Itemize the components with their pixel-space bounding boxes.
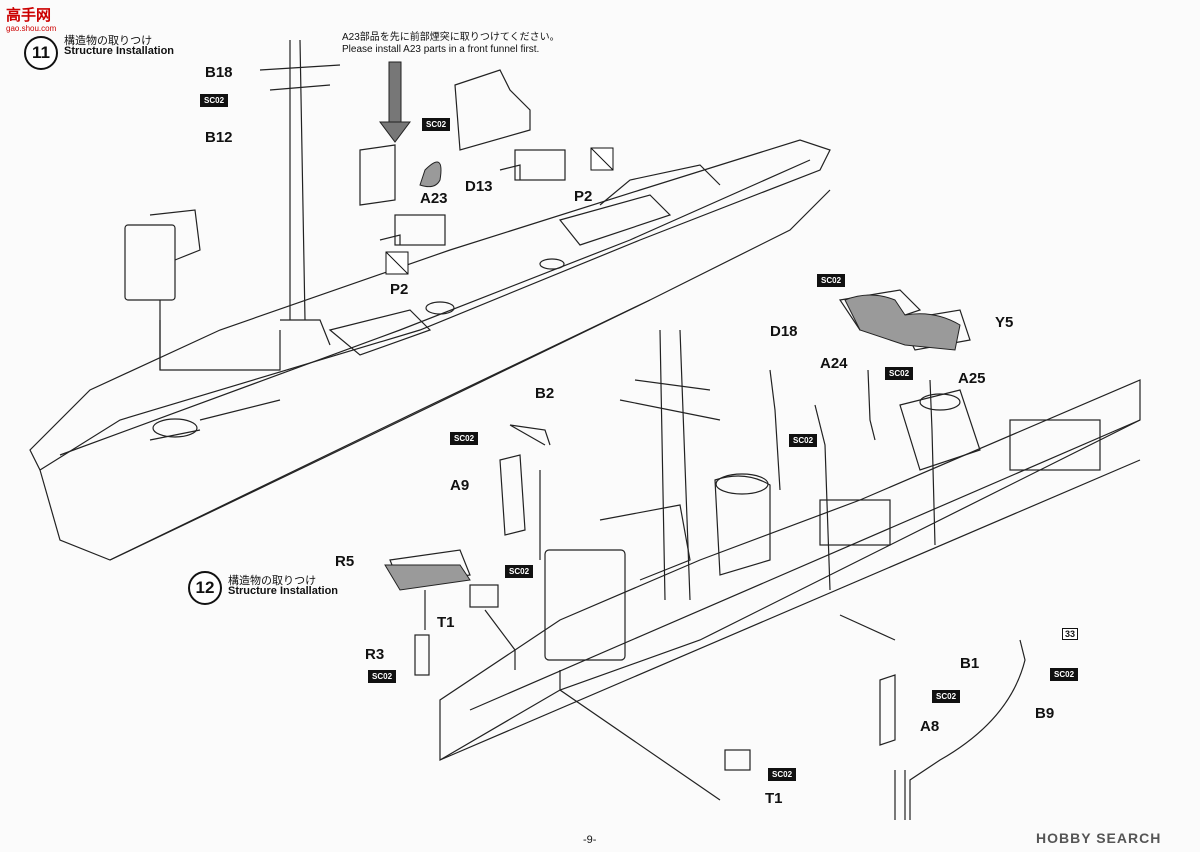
step-12-title-en: Structure Installation [228,585,339,597]
label-y5: Y5 [995,314,1014,331]
no-glue-icon [385,147,614,275]
label-a25: A25 [958,370,986,387]
label-p2: P2 [574,188,593,205]
label-p2: P2 [390,281,409,298]
label-d13: D13 [465,178,493,195]
label-b12: B12 [205,129,233,146]
label-b1: B1 [960,655,980,672]
hull-step11 [29,139,831,471]
label-a24: A24 [820,355,848,372]
label-r5: R5 [335,553,355,570]
label-sc02: SC02 [885,367,914,380]
step-11-number: 11 [24,36,58,70]
label-sc02: SC02 [1050,668,1079,681]
label-t1: T1 [437,614,455,631]
watermark-bottom-right: HOBBY SEARCH [1036,830,1162,846]
watermark-top-left-sub: gao.shou.com [6,24,57,33]
label-sc02: SC02 [422,118,451,131]
label-sc02: SC02 [450,432,479,445]
label-sc02: SC02 [505,565,534,578]
step-12-number: 12 [188,571,222,605]
label-sc02: SC02 [768,768,797,781]
down-arrow-icon [379,61,411,143]
label-sc02: SC02 [789,434,818,447]
label-b9: B9 [1035,705,1055,722]
note-jp: A23部品を先に前部煙突に取りつけてください。 [342,32,560,43]
step-11-title-en: Structure Installation [64,45,175,57]
label-t1: T1 [765,790,783,807]
step-12-title-jp: 構造物の取りつけ [228,575,317,587]
label-a9: A9 [450,477,470,494]
watermark-top-left: 高手网 [6,7,52,24]
step-11-title-jp: 構造物の取りつけ [64,35,153,47]
label-sc02: SC02 [932,690,961,703]
note-en: Please install A23 parts in a front funn… [342,44,540,55]
label-33: 33 [1062,628,1079,640]
label-b2: B2 [535,385,555,402]
label-sc02: SC02 [817,274,846,287]
label-sc02: SC02 [200,94,229,107]
label-b18: B18 [205,64,233,81]
label-sc02: SC02 [368,670,397,683]
page-number: -9- [583,834,597,846]
label-d18: D18 [770,323,798,340]
hull-step12 [439,379,1141,762]
label-a8: A8 [920,718,940,735]
label-a23: A23 [420,190,448,207]
label-r3: R3 [365,646,385,663]
